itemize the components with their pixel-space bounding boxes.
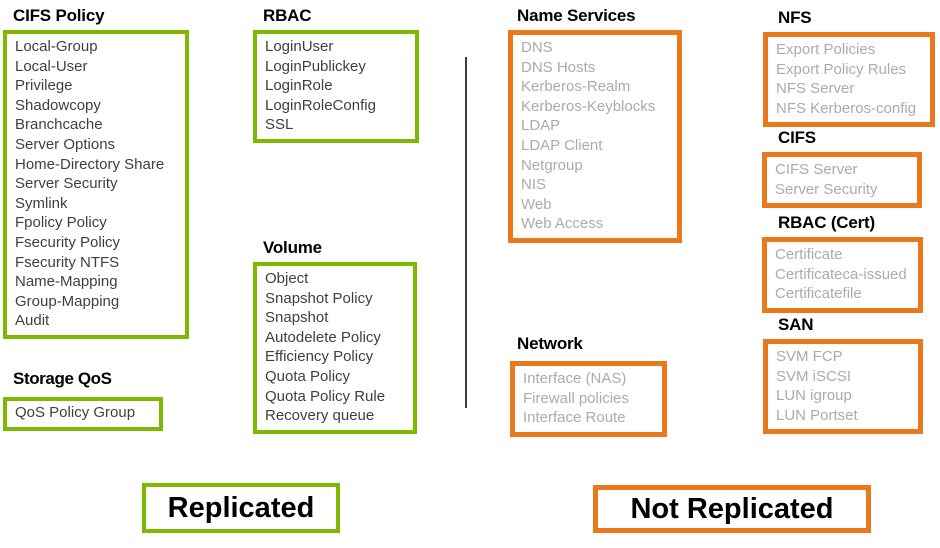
list-item: Fsecurity NTFS bbox=[15, 253, 120, 271]
list-item: Interface Route bbox=[523, 409, 626, 427]
list-item: Branchcache bbox=[15, 116, 103, 134]
list-item: Fpolicy Policy bbox=[15, 214, 107, 232]
section-title-san: SAN bbox=[778, 315, 814, 334]
section-title-storage-qos: Storage QoS bbox=[13, 369, 112, 388]
list-item: LoginUser bbox=[265, 38, 334, 55]
list-item: LUN Portset bbox=[776, 406, 858, 424]
legend-not-replicated: Not Replicated bbox=[593, 485, 871, 533]
section-title-rbac-cert: RBAC (Cert) bbox=[778, 213, 875, 232]
list-item: LUN igroup bbox=[776, 387, 852, 405]
list-item: NFS Server bbox=[776, 80, 855, 98]
list-item: Certificatefile bbox=[775, 285, 862, 303]
section-title-name-services: Name Services bbox=[517, 6, 636, 25]
list-item: Recovery queue bbox=[265, 407, 375, 425]
list-item: Certificate bbox=[775, 246, 843, 263]
list-item: Web bbox=[521, 195, 552, 213]
list-item: Audit bbox=[15, 312, 50, 330]
list-item: Fsecurity Policy bbox=[15, 233, 121, 251]
list-item: Netgroup bbox=[521, 156, 583, 174]
list-item: Kerberos-Realm bbox=[521, 78, 631, 96]
list-item: CIFS Server bbox=[775, 161, 858, 178]
list-item: Interface (NAS) bbox=[523, 370, 627, 387]
list-item: SVM iSCSI bbox=[776, 367, 852, 385]
legend-not-replicated-label: Not Replicated bbox=[630, 492, 834, 525]
list-item: Server Options bbox=[15, 135, 116, 153]
list-item: NFS Kerberos-config bbox=[776, 99, 917, 117]
list-item: LoginRole bbox=[265, 77, 333, 95]
list-item: Certificateca-issued bbox=[775, 265, 907, 283]
list-item: Export Policy Rules bbox=[776, 60, 907, 78]
section-title-cifs-policy: CIFS Policy bbox=[13, 6, 105, 25]
list-item: Firewall policies bbox=[523, 389, 629, 407]
section-storage-qos: Storage QoS QoS Policy Group bbox=[3, 369, 163, 431]
list-item: Group-Mapping bbox=[15, 292, 120, 310]
list-item: QoS Policy Group bbox=[15, 404, 136, 421]
list-item: Kerberos-Keyblocks bbox=[521, 97, 656, 115]
list-item: Server Security bbox=[775, 180, 878, 198]
list-item: SSL bbox=[265, 116, 294, 134]
list-item: Snapshot Policy bbox=[265, 289, 373, 307]
list-item: LoginRoleConfig bbox=[265, 96, 376, 114]
legend-replicated: Replicated bbox=[142, 483, 340, 533]
section-title-volume: Volume bbox=[263, 238, 322, 257]
list-item: Efficiency Policy bbox=[265, 348, 374, 366]
list-item: DNS Hosts bbox=[521, 58, 596, 76]
list-item: SVM FCP bbox=[776, 348, 843, 365]
list-item: DNS bbox=[521, 39, 553, 56]
list-item: Export Policies bbox=[776, 41, 876, 58]
list-item: Server Security bbox=[15, 175, 118, 193]
list-item: Object bbox=[265, 270, 309, 287]
vertical-divider bbox=[465, 57, 467, 408]
list-item: NIS bbox=[521, 176, 547, 194]
legend-replicated-label: Replicated bbox=[167, 491, 315, 524]
list-item: Local-User bbox=[15, 57, 88, 75]
list-item: Privilege bbox=[15, 77, 73, 95]
section-network: Network Interface (NAS) Firewall policies… bbox=[510, 334, 667, 437]
list-item: Snapshot bbox=[265, 309, 329, 327]
list-item: Quota Policy bbox=[265, 367, 351, 385]
list-item: Autodelete Policy bbox=[265, 328, 381, 346]
section-title-network: Network bbox=[517, 334, 583, 353]
list-item: LoginPublickey bbox=[265, 57, 366, 75]
list-item: Symlink bbox=[15, 194, 68, 212]
list-item: Web Access bbox=[521, 215, 604, 233]
list-item: Name-Mapping bbox=[15, 273, 118, 291]
list-item: LDAP Client bbox=[521, 136, 603, 154]
section-title-nfs: NFS bbox=[778, 8, 812, 27]
section-box-storage-qos: QoS Policy Group bbox=[3, 397, 163, 431]
list-item: Home-Directory Share bbox=[15, 155, 165, 173]
section-title-rbac: RBAC bbox=[263, 6, 312, 25]
list-item: Local-Group bbox=[15, 38, 98, 55]
list-item: Shadowcopy bbox=[15, 96, 101, 114]
list-item: Quota Policy Rule bbox=[265, 387, 386, 405]
list-item: LDAP bbox=[521, 117, 561, 135]
section-title-cifs: CIFS bbox=[778, 128, 816, 147]
